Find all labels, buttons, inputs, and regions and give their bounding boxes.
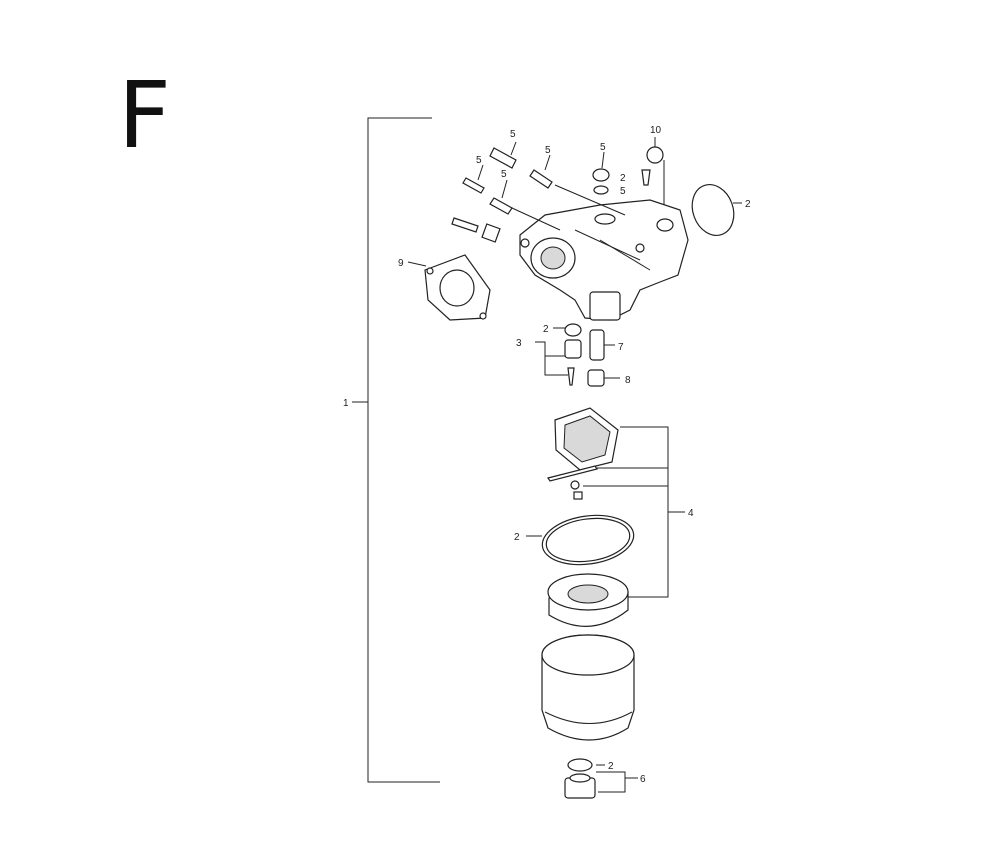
insulator-gasket: 9 <box>398 254 491 321</box>
float <box>547 573 629 627</box>
callout-2-drain: 2 <box>608 761 614 772</box>
callout-3: 3 <box>516 338 522 349</box>
callout-2-top: 2 <box>620 173 626 184</box>
spring-left: 5 <box>489 169 561 231</box>
callout-6: 6 <box>640 774 646 785</box>
callout-5f: 5 <box>620 186 626 197</box>
callout-2-bowl: 2 <box>514 532 520 543</box>
spring-screw: 5 <box>529 145 626 216</box>
callout-10: 10 <box>650 125 662 136</box>
callout-9: 9 <box>398 258 404 269</box>
main-jet: 8 <box>587 369 631 387</box>
callout-2-jet: 2 <box>543 324 549 335</box>
callout-5d: 5 <box>501 169 507 180</box>
cap-screw-center: 5 2 5 <box>592 142 626 197</box>
float-bowl <box>541 634 635 741</box>
callout-4: 4 <box>688 508 694 519</box>
callout-8: 8 <box>625 375 631 386</box>
section-letter: F <box>118 62 171 169</box>
jet-group: 2 3 <box>516 323 582 386</box>
o-ring-right: 2 <box>691 184 751 236</box>
carburetor-body <box>519 199 689 321</box>
assembly-bracket: 1 <box>343 117 440 783</box>
pilot-screw: 5 <box>489 129 517 169</box>
float-set: 4 <box>547 407 694 598</box>
float-bowl-gasket: 2 <box>514 514 635 566</box>
cap-nut: 10 <box>641 125 665 205</box>
callout-5e: 5 <box>600 142 606 153</box>
callout-1: 1 <box>343 398 349 409</box>
drain-bolt-group: 2 6 <box>564 758 646 799</box>
callout-5b: 5 <box>545 145 551 156</box>
throttle-stop-screw <box>451 217 501 243</box>
callout-7: 7 <box>618 342 624 353</box>
nozzle: 7 <box>589 329 624 361</box>
small-screw-left: 5 <box>462 155 485 194</box>
callout-2-oring: 2 <box>745 199 751 210</box>
callout-5c: 5 <box>476 155 482 166</box>
callout-5a: 5 <box>510 129 516 140</box>
